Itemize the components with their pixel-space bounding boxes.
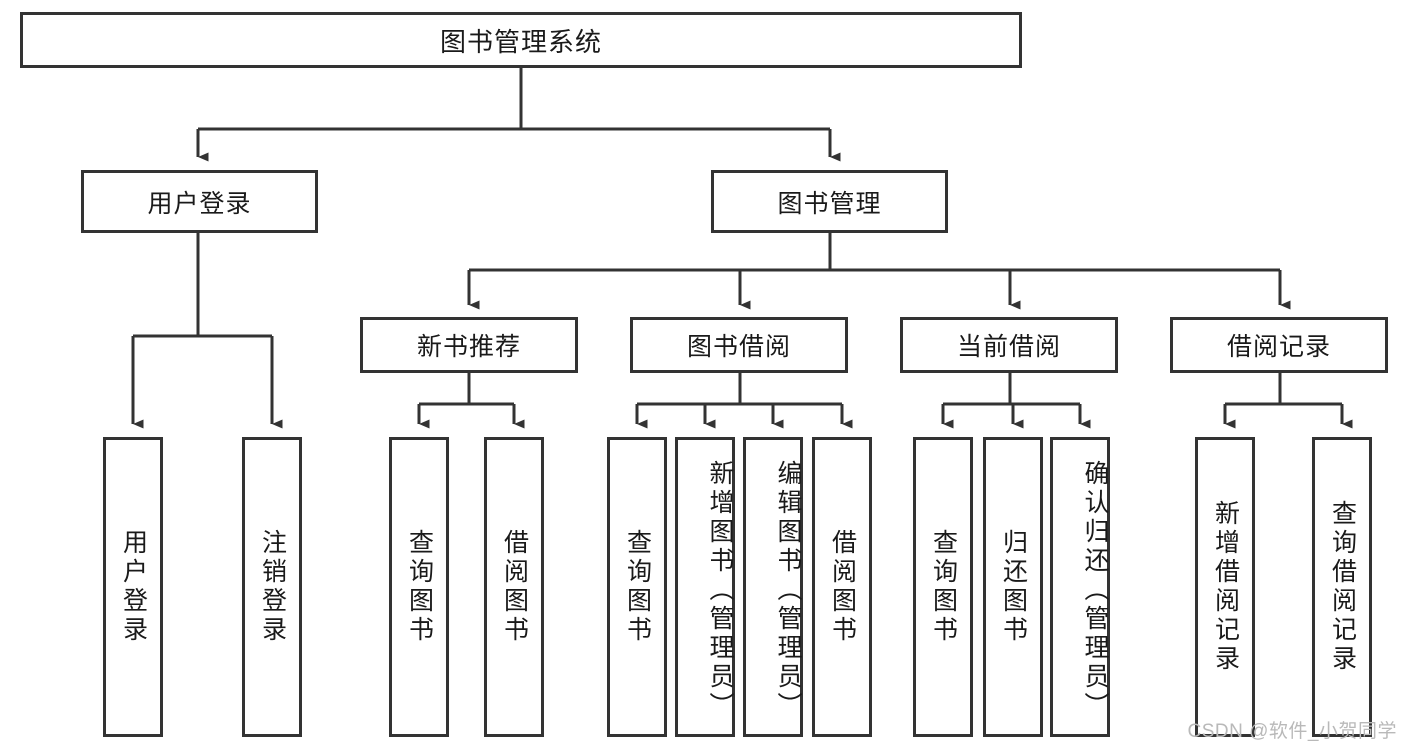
leaf-borrow-book-new[interactable]: 借阅图书: [484, 437, 544, 737]
leaf-logout[interactable]: 注销登录: [242, 437, 302, 737]
node-book-management[interactable]: 图书管理: [711, 170, 948, 233]
leaf-confirm-return-admin[interactable]: 确认归还（管理员）: [1050, 437, 1110, 737]
leaf-query-book-current[interactable]: 查询图书: [913, 437, 973, 737]
node-root[interactable]: 图书管理系统: [20, 12, 1022, 68]
leaf-query-book-new[interactable]: 查询图书: [389, 437, 449, 737]
node-new-book-recommend[interactable]: 新书推荐: [360, 317, 578, 373]
leaf-borrow-book[interactable]: 借阅图书: [812, 437, 872, 737]
leaf-return-book[interactable]: 归还图书: [983, 437, 1043, 737]
leaf-add-book-admin[interactable]: 新增图书（管理员）: [675, 437, 735, 737]
watermark-text: CSDN @软件_小贺同学: [1187, 721, 1397, 742]
node-book-borrow[interactable]: 图书借阅: [630, 317, 848, 373]
node-borrow-record[interactable]: 借阅记录: [1170, 317, 1388, 373]
leaf-add-borrow-record[interactable]: 新增借阅记录: [1195, 437, 1255, 737]
node-current-borrow[interactable]: 当前借阅: [900, 317, 1118, 373]
leaf-query-borrow-record[interactable]: 查询借阅记录: [1312, 437, 1372, 737]
leaf-edit-book-admin[interactable]: 编辑图书（管理员）: [743, 437, 803, 737]
node-user-login[interactable]: 用户登录: [81, 170, 318, 233]
leaf-user-login[interactable]: 用户登录: [103, 437, 163, 737]
leaf-query-book-borrow[interactable]: 查询图书: [607, 437, 667, 737]
